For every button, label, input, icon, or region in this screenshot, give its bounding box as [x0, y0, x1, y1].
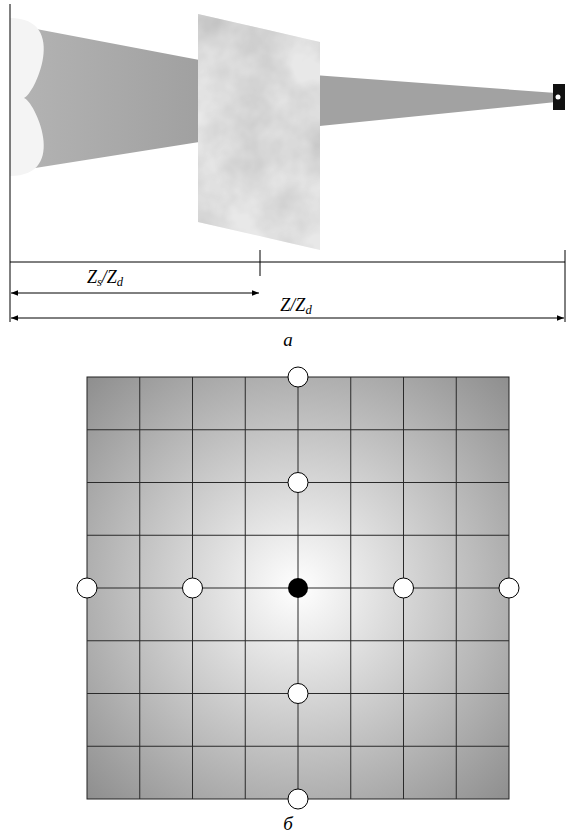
grid-line: [87, 429, 509, 430]
grid-line: [87, 640, 509, 641]
sample-point: [183, 578, 203, 598]
beam-profile: [10, 18, 44, 176]
grid-figure: [77, 367, 519, 809]
grid-line: [87, 746, 509, 747]
laser-beam: [300, 74, 556, 128]
sample-point: [288, 684, 308, 704]
sample-point: [288, 367, 308, 387]
detector-aperture: [556, 95, 561, 100]
sample-point: [499, 578, 519, 598]
center-point: [288, 578, 308, 598]
sample-point: [288, 473, 308, 493]
grid-line: [87, 535, 509, 536]
dimension-lines: [10, 4, 565, 322]
panel-label: б: [283, 814, 293, 833]
dimension-label: Zs/Zd: [87, 268, 123, 286]
panel-label: a: [283, 330, 293, 349]
detector: [553, 84, 565, 110]
dimension-label: Z/Zd: [280, 296, 311, 314]
sample-point: [394, 578, 414, 598]
grid-background: [87, 377, 509, 799]
sample-point: [288, 789, 308, 809]
phase-screen: [198, 14, 320, 250]
sample-point: [77, 578, 97, 598]
